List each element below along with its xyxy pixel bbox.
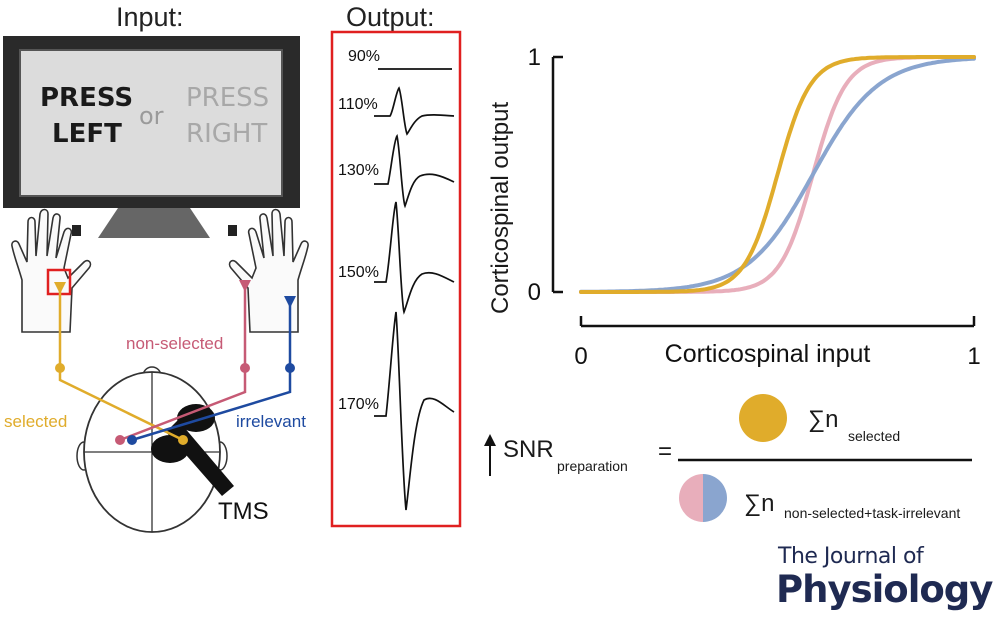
mep-label-90: 90%: [348, 48, 381, 65]
monitor-stand: [98, 208, 210, 238]
mep-panel: [330, 30, 462, 528]
selected-pathway: [54, 282, 188, 445]
x-tick-label: 0: [574, 343, 587, 370]
press-right-line2: RIGHT: [186, 119, 268, 149]
mep-label-110: 110%: [338, 96, 378, 113]
journal-logo-line1: The Journal of: [778, 544, 924, 569]
numerator-subscript: selected: [848, 428, 901, 444]
monitor-screen: [19, 49, 283, 197]
mep-label-170: 170%: [338, 396, 379, 413]
denominator-subscript: non-selected+task-irrelevant: [784, 505, 961, 521]
right-hand-icon: [228, 208, 309, 333]
press-left-line1: PRESS: [40, 83, 134, 113]
mixed-circle: [679, 474, 727, 522]
selected-label: selected: [4, 412, 68, 431]
setup-illustration: [3, 36, 309, 533]
y-tick-label: 0: [528, 279, 541, 306]
series-line: [579, 55, 976, 294]
mep-label-130: 130%: [338, 162, 379, 179]
x-axis-label: Corticospinal input: [665, 340, 871, 368]
up-arrow-icon: [484, 434, 496, 476]
right-button: [228, 225, 237, 236]
mep-label-150: 150%: [338, 264, 379, 281]
non-selected-pathway: [115, 280, 251, 445]
tms-label: TMS: [218, 498, 269, 525]
x-tick-label: 1: [967, 343, 980, 370]
denominator-sum: ∑n: [744, 490, 775, 517]
snr-text: SNR: [503, 436, 554, 463]
irrelevant-pathway: [127, 296, 296, 445]
journal-logo-line2: Physiology: [776, 568, 993, 611]
y-tick-label: 1: [528, 44, 541, 71]
press-left-line2: LEFT: [52, 119, 122, 149]
y-axis-label: Corticospinal output: [487, 101, 514, 314]
left-button: [72, 225, 81, 236]
mep-trace-170: [374, 311, 455, 511]
snr-subscript: preparation: [557, 458, 628, 474]
selected-circle: [739, 394, 787, 442]
press-right-line1: PRESS: [186, 83, 270, 113]
monitor: [3, 36, 300, 238]
non-selected-label: non-selected: [126, 334, 224, 353]
mep-trace-130: [374, 133, 455, 209]
mep-panel-border: [330, 30, 462, 528]
formula-graphics: [484, 394, 972, 522]
numerator-sum: ∑n: [808, 406, 839, 433]
input-header: Input:: [116, 2, 184, 32]
equals-sign: =: [658, 438, 673, 465]
irrelevant-label: irrelevant: [236, 412, 306, 431]
or-text: or: [139, 102, 164, 130]
output-header: Output:: [346, 2, 435, 32]
mep-trace-110: [374, 86, 455, 136]
mep-trace-150: [374, 201, 455, 315]
